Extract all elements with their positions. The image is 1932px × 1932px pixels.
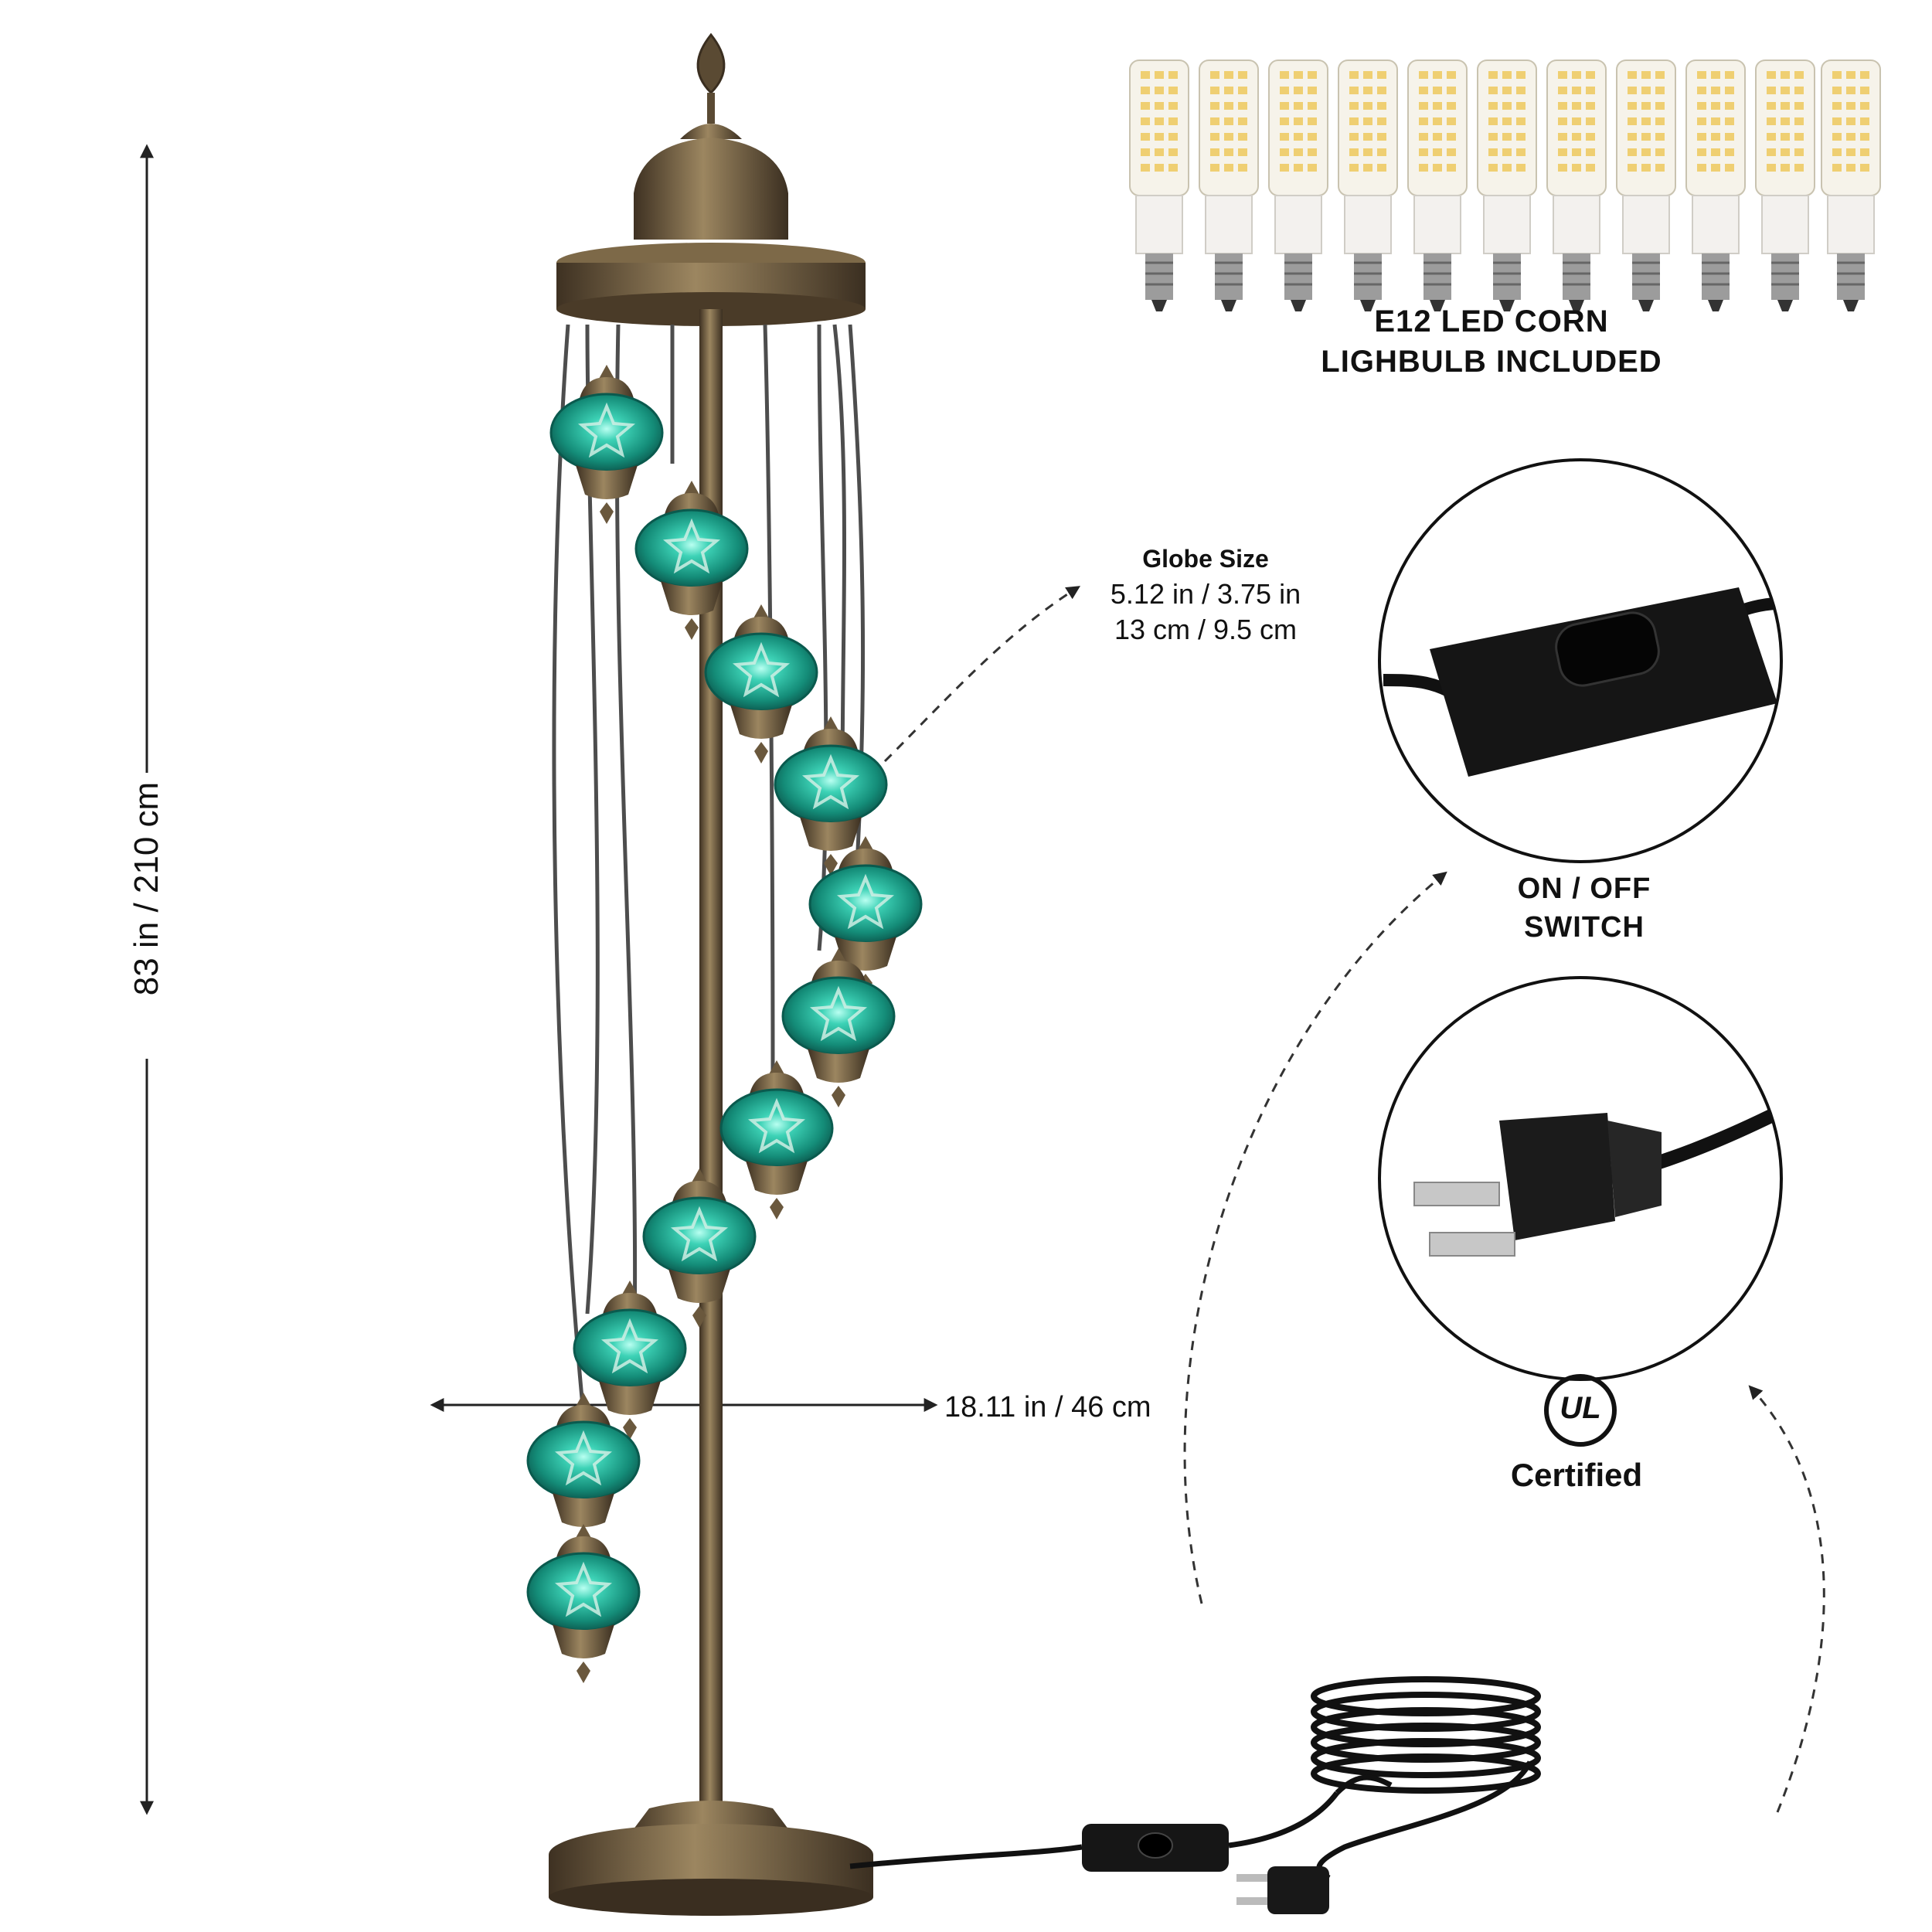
switch-caption-line2: SWITCH bbox=[1524, 911, 1645, 944]
ul-logo-icon: UL bbox=[1560, 1391, 1601, 1425]
globe-size-label: Globe Size 5.12 in / 3.75 in 13 cm / 9.5… bbox=[989, 541, 1422, 648]
height-text: 83 in / 210 cm bbox=[128, 781, 165, 996]
width-label: 18.11 in / 46 cm bbox=[944, 1391, 1151, 1423]
bulbs-caption-line1: E12 LED CORN bbox=[1374, 304, 1609, 338]
ul-arrow bbox=[1748, 1385, 1825, 1813]
ul-certified-caption: Certified bbox=[1510, 1457, 1643, 1493]
globe-size-line1: 5.12 in / 3.75 in bbox=[1110, 578, 1301, 610]
bulbs-caption-line2: LIGHBULB INCLUDED bbox=[1321, 345, 1662, 379]
switch-caption: ON / OFF SWITCH bbox=[1468, 869, 1700, 947]
switch-arrow bbox=[1183, 871, 1447, 1604]
globe-size-arrow bbox=[883, 586, 1081, 763]
bulbs-caption: E12 LED CORN LIGHBULB INCLUDED bbox=[1144, 301, 1839, 382]
globe-size-line2: 13 cm / 9.5 cm bbox=[1114, 614, 1298, 645]
globe-size-title: Globe Size bbox=[1142, 545, 1269, 573]
switch-caption-line1: ON / OFF bbox=[1517, 872, 1651, 905]
